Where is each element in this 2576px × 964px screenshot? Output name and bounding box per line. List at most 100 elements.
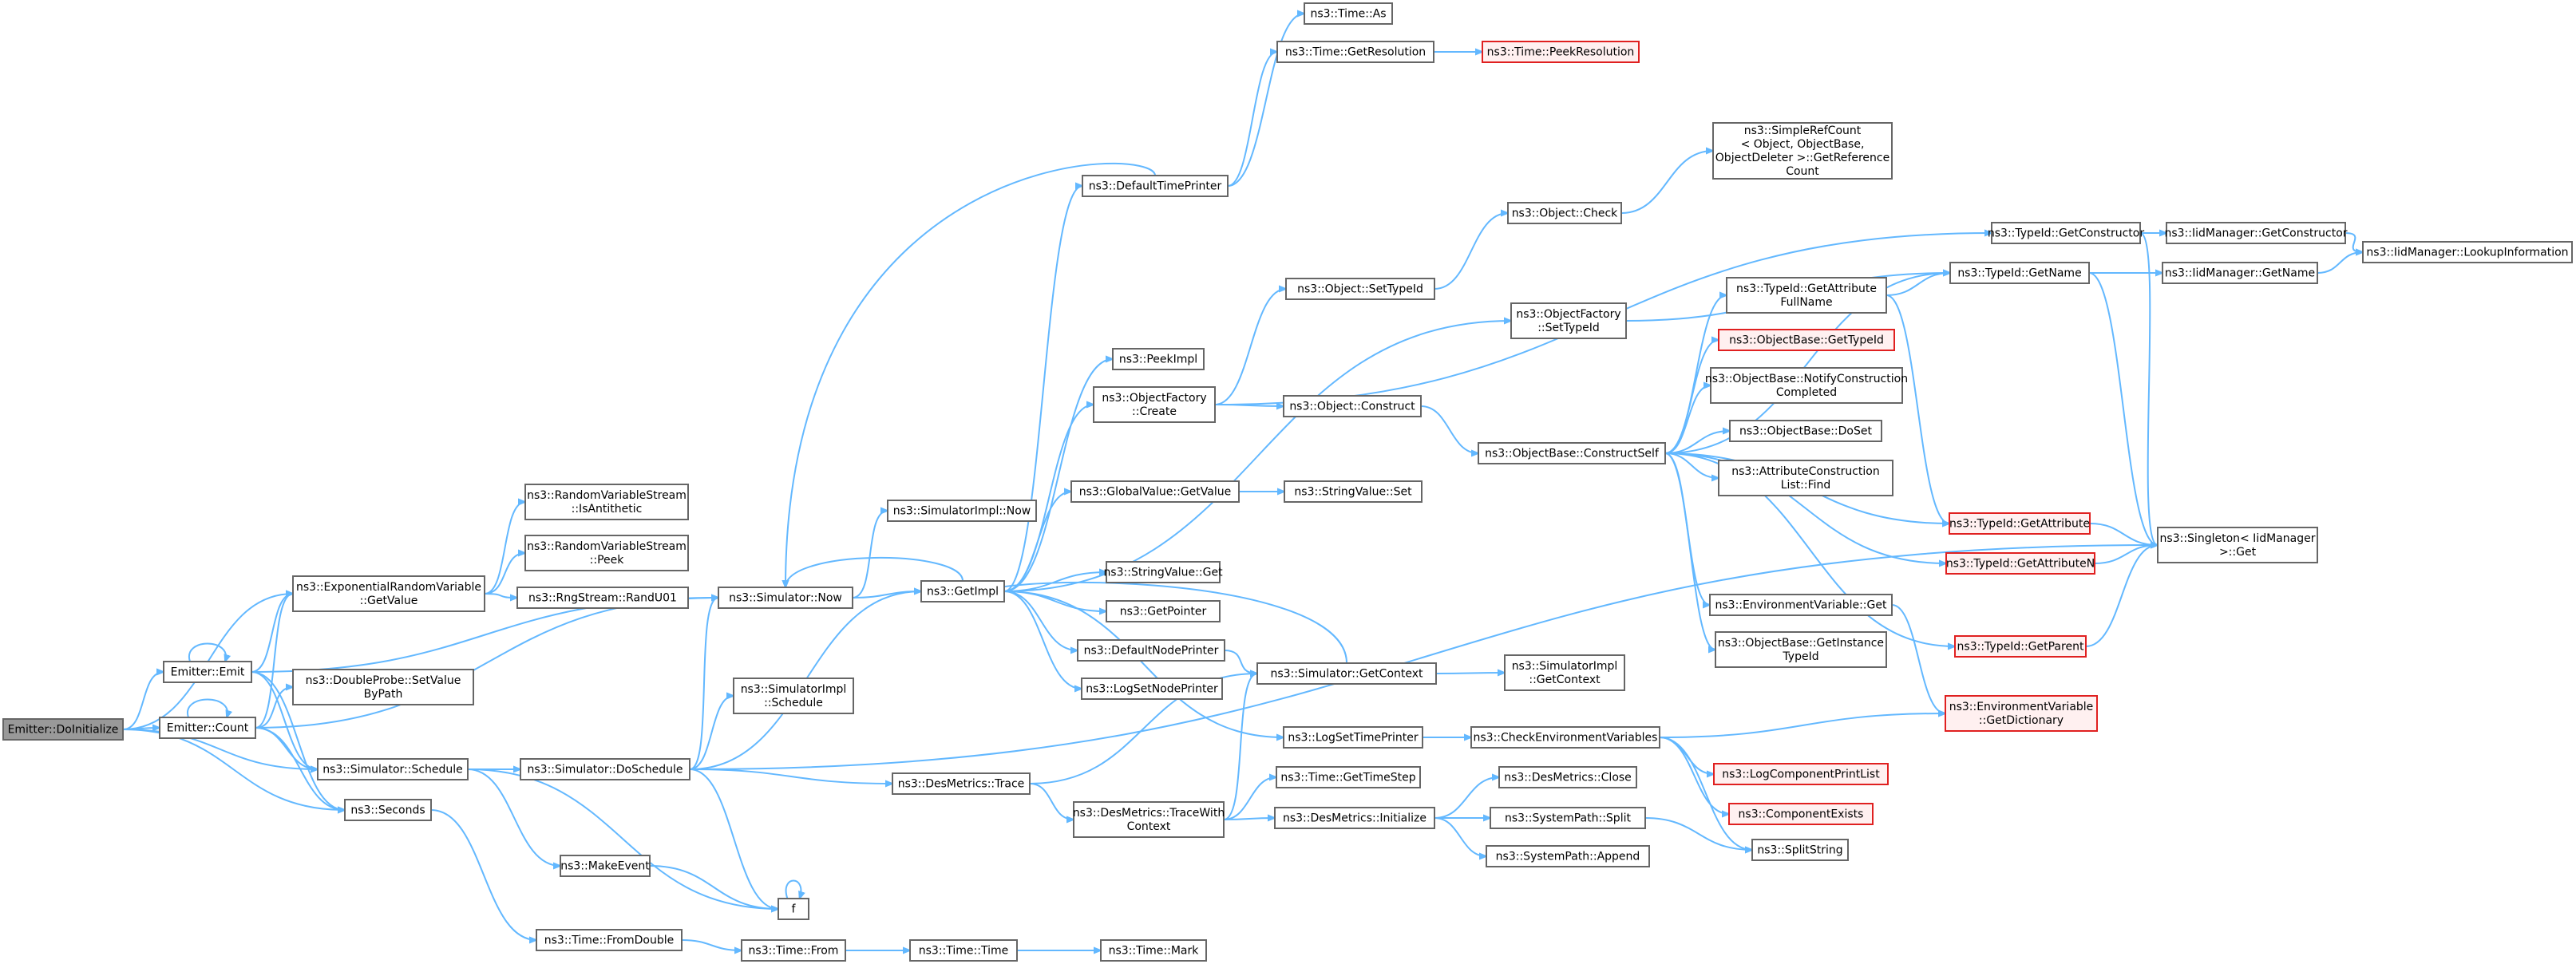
node-count[interactable]: Emitter::Count	[159, 717, 256, 739]
node-svset[interactable]: ns3::StringValue::Set	[1284, 480, 1423, 503]
node-label: ns3::MakeEvent	[560, 860, 650, 873]
node-rvs-anti[interactable]: ns3::RandomVariableStream::IsAntithetic	[524, 484, 689, 520]
node-label: ns3::DefaultNodePrinter	[1084, 645, 1219, 658]
node-tidgetattr[interactable]: ns3::TypeId::GetAttribute	[1949, 512, 2091, 535]
node-destrace[interactable]: ns3::DesMetrics::Trace	[892, 772, 1031, 795]
edge-destracewith-to-desinit	[1223, 818, 1275, 820]
node-timeres[interactable]: ns3::Time::GetResolution	[1276, 41, 1434, 63]
edge-tidgetctor-to-singleton	[2139, 232, 2158, 545]
node-root[interactable]: Emitter::DoInitialize	[2, 718, 124, 741]
node-envdict[interactable]: ns3::EnvironmentVariable::GetDictionary	[1945, 695, 2098, 732]
node-obdoset[interactable]: ns3::ObjectBase::DoSet	[1729, 420, 1882, 442]
edge-desinit-to-spappend	[1434, 817, 1486, 856]
node-defnp[interactable]: ns3::DefaultNodePrinter	[1077, 639, 1225, 662]
node-singleton[interactable]: ns3::Singleton< IidManager>::Get	[2157, 527, 2318, 563]
node-timemark[interactable]: ns3::Time::Mark	[1100, 939, 1207, 962]
node-rng[interactable]: ns3::RngStream::RandU01	[516, 587, 689, 609]
node-obnotify[interactable]: ns3::ObjectBase::NotifyConstructionCompl…	[1705, 367, 1908, 404]
node-checkenv[interactable]: ns3::CheckEnvironmentVariables	[1470, 726, 1660, 749]
node-splitstr[interactable]: ns3::SplitString	[1751, 839, 1849, 861]
node-erv[interactable]: ns3::ExponentialRandomVariable::GetValue	[292, 575, 485, 612]
node-simimplnow[interactable]: ns3::SimulatorImpl::Now	[887, 500, 1037, 522]
node-label: ns3::Simulator::GetContext	[1270, 668, 1423, 681]
edge-count-to-sched	[255, 727, 318, 769]
node-label: ns3::TypeId::GetAttribute	[1949, 518, 2090, 531]
node-ofcreate[interactable]: ns3::ObjectFactory::Create	[1093, 386, 1216, 423]
node-desinit[interactable]: ns3::DesMetrics::Initialize	[1274, 807, 1435, 829]
node-obgettid[interactable]: ns3::ObjectBase::GetTypeId	[1718, 329, 1895, 351]
node-peekimpl[interactable]: ns3::PeekImpl	[1112, 348, 1205, 370]
node-gvget[interactable]: ns3::GlobalValue::GetValue	[1070, 480, 1240, 503]
node-label: ns3::GlobalValue::GetValue	[1079, 486, 1231, 499]
node-logtp[interactable]: ns3::LogSetTimePrinter	[1283, 726, 1423, 749]
node-timeas[interactable]: ns3::Time::As	[1304, 2, 1393, 25]
node-spappend[interactable]: ns3::SystemPath::Append	[1486, 845, 1650, 867]
node-label: ns3::DesMetrics::TraceWith	[1073, 807, 1225, 820]
node-tidgetctor[interactable]: ns3::TypeId::GetConstructor	[1988, 222, 2144, 244]
node-simimplgetctx[interactable]: ns3::SimulatorImpl::GetContext	[1504, 654, 1625, 691]
node-box	[1283, 726, 1423, 749]
node-emit[interactable]: Emitter::Emit	[163, 661, 252, 683]
node-getimpl[interactable]: ns3::GetImpl	[920, 580, 1005, 602]
node-compexists[interactable]: ns3::ComponentExists	[1728, 803, 1874, 825]
node-sched[interactable]: ns3::Simulator::Schedule	[317, 758, 469, 780]
node-makeevent[interactable]: ns3::MakeEvent	[560, 855, 651, 877]
node-objcheck[interactable]: ns3::Object::Check	[1507, 202, 1622, 224]
node-box	[2166, 222, 2346, 244]
node-seconds[interactable]: ns3::Seconds	[344, 799, 432, 821]
node-deftp[interactable]: ns3::DefaultTimePrinter	[1082, 175, 1229, 197]
node-label: ns3::EnvironmentVariable	[1949, 701, 2094, 713]
node-timefrom[interactable]: ns3::Time::From	[741, 939, 846, 962]
node-box	[560, 855, 651, 877]
node-srefcount[interactable]: ns3::SimpleRefCount< Object, ObjectBase,…	[1712, 122, 1893, 180]
edge-count-to-simnow	[255, 598, 718, 729]
node-label: ns3::PeekImpl	[1119, 354, 1197, 366]
node-simnow[interactable]: ns3::Simulator::Now	[718, 587, 853, 609]
node-ofsettid[interactable]: ns3::ObjectFactory::SetTypeId	[1510, 302, 1627, 339]
node-label: Count	[1786, 165, 1819, 178]
node-label: ns3::Simulator::DoSchedule	[528, 764, 683, 776]
node-box	[1284, 480, 1423, 503]
node-simimplsched[interactable]: ns3::SimulatorImpl::Schedule	[733, 678, 854, 714]
node-tidgetparent[interactable]: ns3::TypeId::GetParent	[1954, 635, 2087, 658]
node-iidlookup[interactable]: ns3::IidManager::LookupInformation	[2362, 241, 2573, 263]
node-label: ns3::ObjectBase::GetInstance	[1718, 637, 1884, 650]
node-timestep[interactable]: ns3::Time::GetTimeStep	[1276, 766, 1421, 788]
node-timetime[interactable]: ns3::Time::Time	[909, 939, 1018, 962]
node-label: ::GetValue	[360, 595, 418, 607]
node-lognp[interactable]: ns3::LogSetNodePrinter	[1081, 678, 1223, 700]
node-tidgetattrn[interactable]: ns3::TypeId::GetAttributeN	[1945, 552, 2095, 575]
node-iidgetname[interactable]: ns3::IidManager::GetName	[2162, 262, 2318, 284]
node-box	[1106, 600, 1221, 622]
node-box	[1100, 939, 1207, 962]
node-svget[interactable]: ns3::StringValue::Get	[1103, 561, 1223, 583]
node-box	[733, 678, 854, 714]
node-iidgetctor[interactable]: ns3::IidManager::GetConstructor	[2164, 222, 2348, 244]
node-simgetctx[interactable]: ns3::Simulator::GetContext	[1256, 662, 1437, 685]
node-objsettid[interactable]: ns3::Object::SetTypeId	[1285, 278, 1435, 300]
node-envget[interactable]: ns3::EnvironmentVariable::Get	[1709, 594, 1893, 616]
node-spsplit[interactable]: ns3::SystemPath::Split	[1490, 807, 1646, 829]
node-label: FullName	[1780, 296, 1832, 309]
node-objcons[interactable]: ns3::Object::Construct	[1283, 395, 1422, 417]
node-peekres[interactable]: ns3::Time::PeekResolution	[1482, 41, 1640, 63]
node-label: ns3::RngStream::RandU01	[528, 592, 677, 605]
node-fromdouble[interactable]: ns3::Time::FromDouble	[536, 929, 683, 951]
node-dosched[interactable]: ns3::Simulator::DoSchedule	[520, 758, 690, 780]
node-label: ns3::DesMetrics::Trace	[898, 778, 1025, 791]
node-desclose[interactable]: ns3::DesMetrics::Close	[1498, 766, 1637, 788]
node-getptr[interactable]: ns3::GetPointer	[1106, 600, 1221, 622]
node-logcpl[interactable]: ns3::LogComponentPrintList	[1713, 763, 1889, 785]
node-f[interactable]: f	[778, 898, 809, 920]
node-obcs[interactable]: ns3::ObjectBase::ConstructSelf	[1478, 442, 1666, 464]
node-rvs-peek[interactable]: ns3::RandomVariableStream::Peek	[524, 535, 689, 571]
node-tidgetname[interactable]: ns3::TypeId::GetName	[1949, 262, 2090, 284]
node-label: ns3::EnvironmentVariable::Get	[1715, 599, 1887, 612]
node-label: ns3::LogComponentPrintList	[1722, 768, 1880, 781]
